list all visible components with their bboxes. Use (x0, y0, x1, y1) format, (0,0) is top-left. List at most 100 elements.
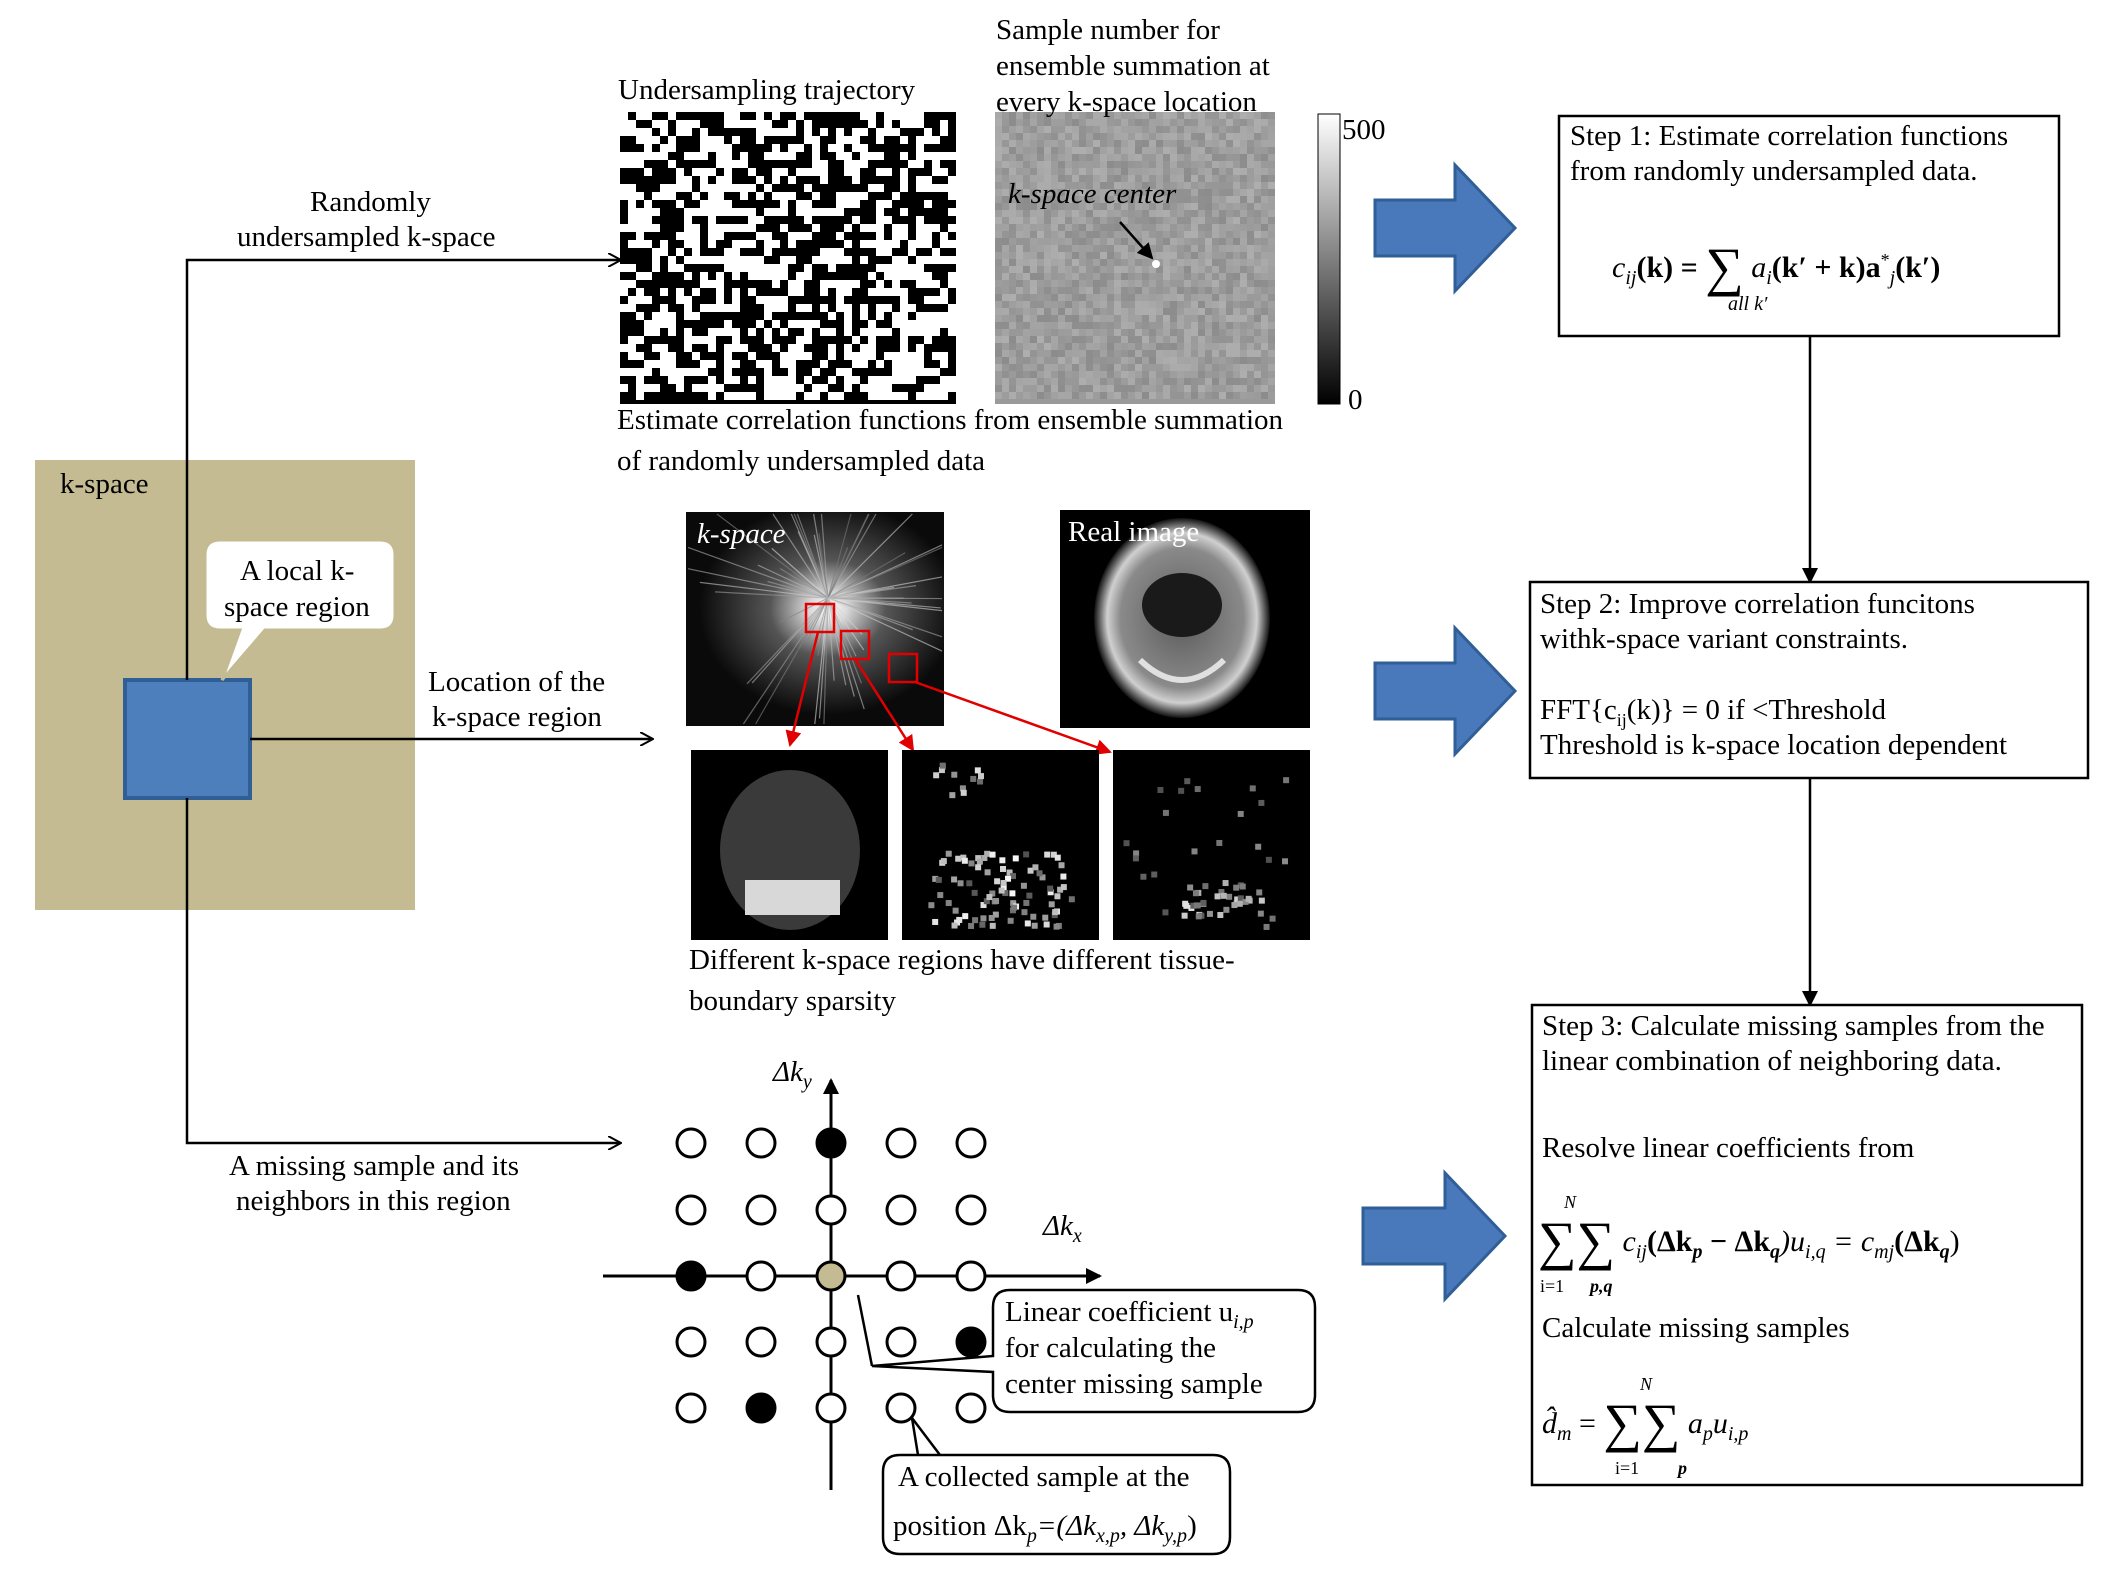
noise-cell (1219, 301, 1226, 308)
noise-cell (1009, 189, 1016, 196)
noise-cell (1121, 301, 1128, 308)
noise-cell (1100, 280, 1107, 287)
trajectory-cell (716, 224, 724, 232)
trajectory-cell (876, 152, 884, 160)
noise-cell (1016, 343, 1023, 350)
noise-cell (1205, 308, 1212, 315)
trajectory-cell (852, 176, 860, 184)
noise-cell (1030, 371, 1037, 378)
noise-cell (1079, 112, 1086, 119)
trajectory-cell (788, 392, 796, 400)
filtered-speck (1200, 899, 1207, 906)
noise-cell (1037, 371, 1044, 378)
noise-cell (1254, 189, 1261, 196)
trajectory-cell (644, 296, 652, 304)
noise-cell (1205, 147, 1212, 154)
noise-cell (1247, 308, 1254, 315)
filtered-speck (966, 880, 973, 887)
noise-cell (1261, 196, 1268, 203)
trajectory-cell (772, 128, 780, 136)
noise-cell (1170, 161, 1177, 168)
noise-cell (1177, 385, 1184, 392)
noise-cell (1065, 217, 1072, 224)
noise-cell (1037, 154, 1044, 161)
noise-cell (1114, 238, 1121, 245)
filtered-speck (970, 775, 977, 782)
noise-cell (1191, 371, 1198, 378)
trajectory-cell (716, 296, 724, 304)
trajectory-cell (924, 232, 932, 240)
trajectory-cell (820, 160, 828, 168)
noise-cell (995, 371, 1002, 378)
trajectory-cell (724, 368, 732, 376)
trajectory-cell (836, 280, 844, 288)
noise-cell (1163, 168, 1170, 175)
noise-cell (1030, 273, 1037, 280)
noise-cell (1009, 210, 1016, 217)
trajectory-cell (876, 248, 884, 256)
noise-cell (1072, 371, 1079, 378)
noise-cell (995, 238, 1002, 245)
noise-cell (1100, 238, 1107, 245)
filtered-speck (983, 898, 990, 905)
trajectory-cell (796, 168, 804, 176)
noise-cell (1072, 294, 1079, 301)
trajectory-cell (932, 392, 940, 400)
trajectory-cell (868, 384, 876, 392)
noise-cell (1156, 196, 1163, 203)
filtered-speck (1000, 884, 1007, 891)
trajectory-cell (636, 384, 644, 392)
local-region-callout (203, 538, 397, 681)
trajectory-cell (692, 368, 700, 376)
noise-cell (1205, 287, 1212, 294)
noise-cell (1093, 385, 1100, 392)
trajectory-cell (700, 184, 708, 192)
kspace-ray (779, 567, 829, 599)
noise-cell (1142, 238, 1149, 245)
trajectory-cell (780, 296, 788, 304)
noise-cell (1233, 112, 1240, 119)
noise-cell (1086, 203, 1093, 210)
trajectory-cell (628, 184, 636, 192)
noise-cell (1233, 217, 1240, 224)
noise-cell (1205, 224, 1212, 231)
trajectory-cell (916, 112, 924, 120)
trajectory-cell (852, 128, 860, 136)
filtered-speck (984, 850, 991, 857)
noise-cell (1191, 343, 1198, 350)
noise-cell (1009, 385, 1016, 392)
noise-cell (1121, 238, 1128, 245)
noise-cell (1072, 385, 1079, 392)
noise-cell (995, 210, 1002, 217)
trajectory-cell (636, 232, 644, 240)
trajectory-cell (788, 368, 796, 376)
noise-cell (1086, 182, 1093, 189)
trajectory-cell (764, 384, 772, 392)
noise-cell (1086, 238, 1093, 245)
kspace-ray (823, 597, 829, 725)
noise-cell (1149, 175, 1156, 182)
noise-cell (1205, 266, 1212, 273)
trajectory-cell (764, 152, 772, 160)
filtered-speck (968, 860, 975, 867)
noise-cell (1009, 336, 1016, 343)
noise-cell (1240, 189, 1247, 196)
noise-cell (1051, 301, 1058, 308)
colorbar-min: 0 (1348, 384, 1363, 416)
filtered-speck (1002, 890, 1009, 897)
trajectory-cell (684, 256, 692, 264)
noise-cell (1254, 175, 1261, 182)
step1-sum-under: all k′ (1728, 293, 1768, 315)
noise-cell (1058, 182, 1065, 189)
noise-cell (1093, 238, 1100, 245)
noise-cell (1072, 112, 1079, 119)
filtered-speck (1010, 900, 1017, 907)
noise-cell (1093, 161, 1100, 168)
trajectory-cell (836, 152, 844, 160)
noise-cell (1058, 378, 1065, 385)
filtered-speck (980, 915, 987, 922)
noise-cell (1065, 168, 1072, 175)
noise-cell (1065, 147, 1072, 154)
noise-cell (1016, 168, 1023, 175)
coef-callout-3: center missing sample (1005, 1368, 1263, 1400)
